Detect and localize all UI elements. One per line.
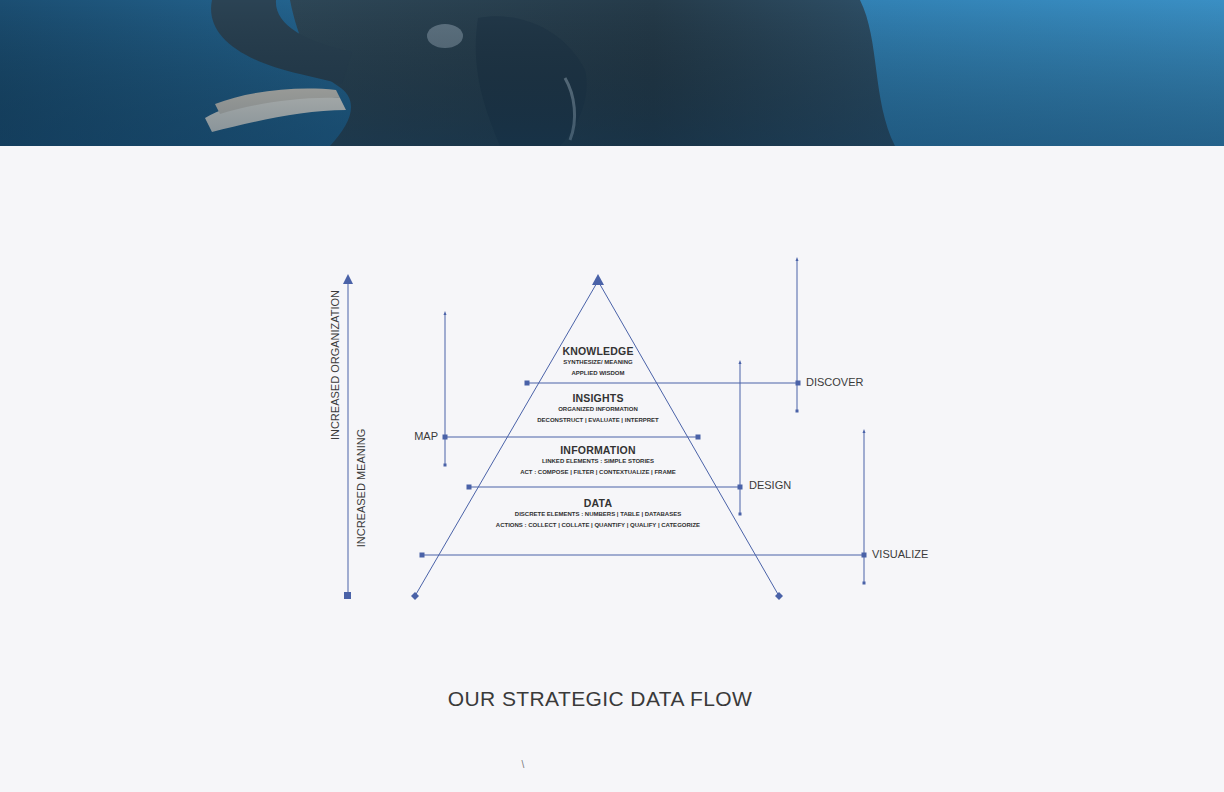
- level-description: ACTIONS : COLLECT | COLLATE | QUANTIFY |…: [496, 520, 700, 531]
- bracket-end: [444, 464, 447, 467]
- water: [0, 0, 1224, 146]
- pyramid-band: KNOWLEDGESYNTHESIZE/ MEANINGAPPLIED WISD…: [562, 345, 633, 379]
- level-description: DISCRETE ELEMENTS : NUMBERS | TABLE | DA…: [496, 509, 700, 520]
- base-marker: [411, 592, 419, 600]
- leader-line: [422, 555, 864, 556]
- axis-arrow: [343, 274, 353, 284]
- bracket-end: [863, 582, 866, 585]
- axis-line: [348, 284, 349, 596]
- axis-end: [344, 592, 351, 599]
- leader-line: [527, 383, 798, 384]
- level-heading: INFORMATION: [520, 444, 676, 456]
- end-square: [525, 381, 530, 386]
- bracket-tip: [796, 257, 799, 261]
- end-square: [862, 553, 867, 558]
- end-square: [796, 381, 801, 386]
- end-square: [696, 435, 701, 440]
- level-heading: DATA: [496, 497, 700, 509]
- bracket-tip: [863, 429, 866, 433]
- pyramid-band: INFORMATIONLINKED ELEMENTS : SIMPLE STOR…: [520, 444, 676, 478]
- leader-line: [469, 487, 740, 488]
- level-heading: INSIGHTS: [537, 392, 658, 404]
- pyramid-edge: [598, 281, 779, 596]
- level-heading: KNOWLEDGE: [562, 345, 633, 357]
- level-description: LINKED ELEMENTS : SIMPLE STORIES: [520, 456, 676, 467]
- apex-arrow: [592, 274, 604, 285]
- stray-mark: \: [522, 758, 525, 771]
- end-square: [420, 553, 425, 558]
- end-square: [467, 485, 472, 490]
- level-description: DECONSTRUCT | EVALUATE | INTERPRET: [537, 415, 658, 426]
- axis-label: INCREASED ORGANIZATION: [329, 290, 342, 440]
- stage-label: DISCOVER: [806, 376, 863, 389]
- base-marker: [775, 592, 783, 600]
- bracket-end: [739, 513, 742, 516]
- range-bracket: [740, 364, 741, 514]
- stage-label: DESIGN: [749, 479, 791, 492]
- pyramid-band: DATADISCRETE ELEMENTS : NUMBERS | TABLE …: [496, 497, 700, 531]
- bracket-tip: [444, 311, 447, 315]
- level-description: SYNTHESIZE/ MEANING: [562, 357, 633, 368]
- bracket-end: [796, 410, 799, 413]
- end-square: [738, 485, 743, 490]
- level-description: APPLIED WISDOM: [562, 368, 633, 379]
- water-shade: [0, 0, 1224, 146]
- end-square: [443, 435, 448, 440]
- axis-label: INCREASED MEANING: [355, 429, 368, 548]
- leader-line: [445, 437, 698, 438]
- stage-label: VISUALIZE: [872, 548, 928, 561]
- elephant-banner: [0, 0, 1224, 146]
- pyramid-edge: [415, 281, 598, 596]
- level-description: ACT : COMPOSE | FILTER | CONTEXTUALIZE |…: [520, 467, 676, 478]
- diagram-title: OUR STRATEGIC DATA FLOW: [448, 686, 752, 712]
- range-bracket: [797, 261, 798, 411]
- bracket-tip: [739, 360, 742, 364]
- range-bracket: [864, 433, 865, 583]
- pyramid-band: INSIGHTSORGANIZED INFORMATIONDECONSTRUCT…: [537, 392, 658, 426]
- level-description: ORGANIZED INFORMATION: [537, 404, 658, 415]
- stage-label: MAP: [414, 430, 438, 443]
- range-bracket: [445, 315, 446, 465]
